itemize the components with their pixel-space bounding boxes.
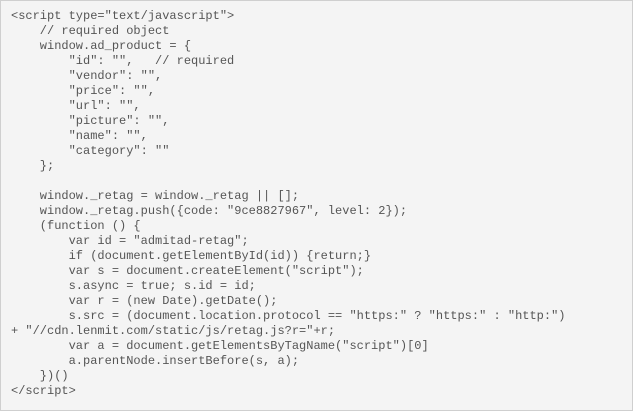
code-block: <script type="text/javascript"> // requi… xyxy=(1,1,632,399)
code-line: "vendor": "", xyxy=(11,69,163,83)
code-line: }; xyxy=(11,159,55,173)
code-line: // required object xyxy=(11,24,170,38)
code-line: window._retag = window._retag || []; xyxy=(11,189,300,203)
code-line: window.ad_product = { xyxy=(11,39,192,53)
code-line: var id = "admitad-retag"; xyxy=(11,234,249,248)
code-line: "picture": "", xyxy=(11,114,170,128)
code-line: "category": "" xyxy=(11,144,170,158)
code-line: if (document.getElementById(id)) {return… xyxy=(11,249,372,263)
code-line: window._retag.push({code: "9ce8827967", … xyxy=(11,204,408,218)
code-line: "price": "", xyxy=(11,84,156,98)
code-line: "url": "", xyxy=(11,99,141,113)
code-line-blank xyxy=(11,174,632,189)
code-line: s.src = (document.location.protocol == "… xyxy=(11,309,566,323)
code-line: (function () { xyxy=(11,219,141,233)
code-line: a.parentNode.insertBefore(s, a); xyxy=(11,354,300,368)
code-line: s.async = true; s.id = id; xyxy=(11,279,256,293)
code-line: </script> xyxy=(11,384,76,398)
code-line: var r = (new Date).getDate(); xyxy=(11,294,278,308)
code-line: <script type="text/javascript"> xyxy=(11,9,235,23)
code-line: "id": "", // required xyxy=(11,54,235,68)
code-line: var a = document.getElementsByTagName("s… xyxy=(11,339,429,353)
code-line: + "//cdn.lenmit.com/static/js/retag.js?r… xyxy=(11,324,336,338)
code-line: })() xyxy=(11,369,69,383)
code-line: var s = document.createElement("script")… xyxy=(11,264,364,278)
code-line: "name": "", xyxy=(11,129,148,143)
